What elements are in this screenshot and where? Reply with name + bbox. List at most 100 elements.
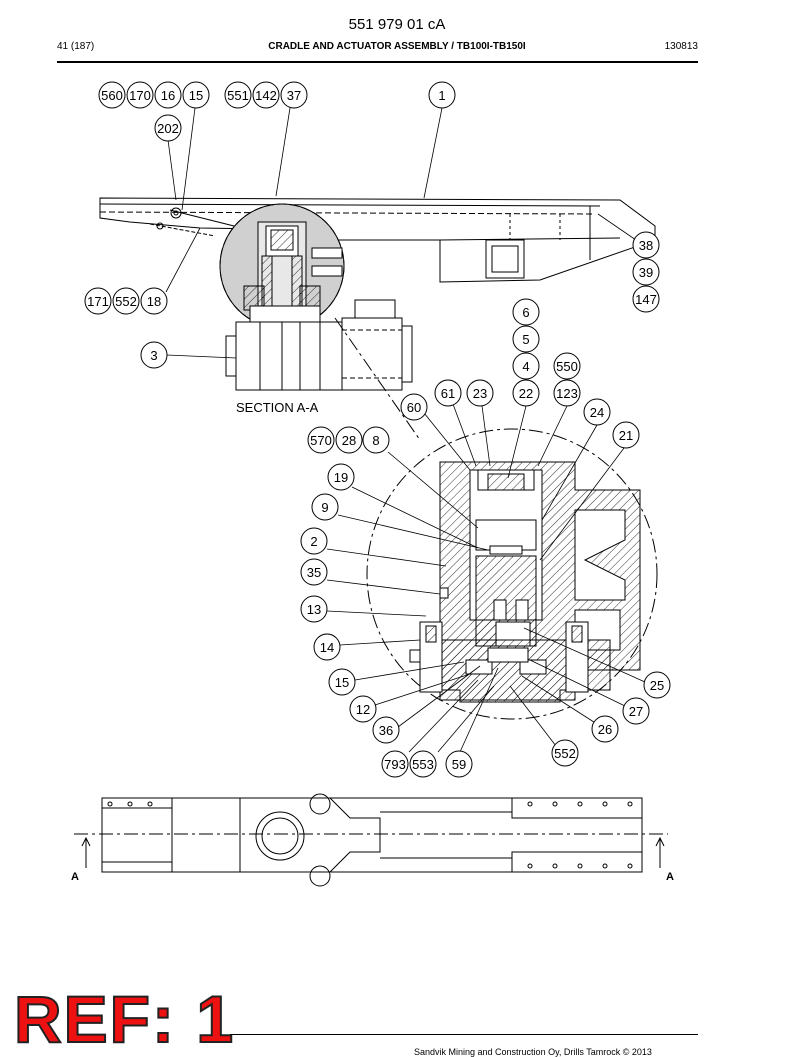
callout-bubble: 550 [553, 352, 581, 380]
svg-text:560: 560 [101, 88, 123, 103]
svg-text:170: 170 [129, 88, 151, 103]
page-title: CRADLE AND ACTUATOR ASSEMBLY / TB100I-TB… [268, 41, 526, 52]
svg-text:59: 59 [452, 757, 466, 772]
section-label: SECTION A-A [236, 400, 319, 415]
callout-bubble: 570 [307, 426, 335, 454]
svg-text:37: 37 [287, 88, 301, 103]
svg-text:15: 15 [189, 88, 203, 103]
svg-text:8: 8 [372, 433, 379, 448]
svg-text:1: 1 [438, 88, 445, 103]
leader-lines [165, 107, 646, 753]
callout-bubble: 38 [632, 231, 660, 259]
callout-bubble: 123 [553, 379, 581, 407]
svg-text:39: 39 [639, 265, 653, 280]
svg-text:142: 142 [255, 88, 277, 103]
svg-text:15: 15 [335, 675, 349, 690]
callout-bubble: 59 [445, 750, 473, 778]
callout-bubble: 142 [252, 81, 280, 109]
callout-bubble: 35 [300, 558, 328, 586]
callout-bubble: 16 [154, 81, 182, 109]
section-marker-right: A [666, 871, 674, 883]
callout-bubble: 14 [313, 633, 341, 661]
document-number: 551 979 01 cA [348, 16, 446, 33]
section-detail [334, 317, 658, 720]
callout-bubble: 28 [335, 426, 363, 454]
svg-text:9: 9 [321, 500, 328, 515]
document-date: 130813 [664, 41, 698, 52]
callout-bubble: 26 [591, 715, 619, 743]
header-rule [57, 61, 698, 63]
svg-text:2: 2 [310, 534, 317, 549]
svg-text:123: 123 [556, 386, 578, 401]
callout-bubble: 8 [362, 426, 390, 454]
callout-bubble: 9 [311, 493, 339, 521]
plan-view [74, 793, 668, 887]
svg-text:61: 61 [441, 386, 455, 401]
callout-bubble: 60 [400, 393, 428, 421]
svg-text:12: 12 [356, 702, 370, 717]
callout-bubble: 61 [434, 379, 462, 407]
svg-text:552: 552 [115, 294, 137, 309]
callout-bubble: 171 [84, 287, 112, 315]
callout-bubble: 25 [643, 671, 671, 699]
cradle-side-view [99, 197, 656, 391]
svg-text:6: 6 [522, 305, 529, 320]
callout-bubble: 553 [409, 750, 437, 778]
svg-text:18: 18 [147, 294, 161, 309]
callout-bubble: 4 [512, 352, 540, 380]
page-number: 41 (187) [57, 41, 95, 52]
callout-bubble: 21 [612, 421, 640, 449]
svg-text:28: 28 [342, 433, 356, 448]
svg-text:793: 793 [384, 757, 406, 772]
callout-bubble: 5 [512, 325, 540, 353]
svg-text:5: 5 [522, 332, 529, 347]
reference-stamp: REF: 1 [13, 982, 236, 1056]
callout-bubble: 552 [551, 739, 579, 767]
callout-bubble: 793 [381, 750, 409, 778]
svg-text:171: 171 [87, 294, 109, 309]
callout-bubble: 12 [349, 695, 377, 723]
callout-bubble: 39 [632, 258, 660, 286]
svg-text:14: 14 [320, 640, 334, 655]
svg-text:60: 60 [407, 400, 421, 415]
svg-text:27: 27 [629, 704, 643, 719]
callout-bubble: 22 [512, 379, 540, 407]
svg-text:570: 570 [310, 433, 332, 448]
part-callouts: 560 170 16 15 551 142 37 1 202 38 39 147… [84, 81, 671, 778]
svg-text:22: 22 [519, 386, 533, 401]
svg-text:4: 4 [522, 359, 529, 374]
svg-text:35: 35 [307, 565, 321, 580]
callout-bubble: 24 [583, 398, 611, 426]
svg-text:147: 147 [635, 292, 657, 307]
callout-bubble: 170 [126, 81, 154, 109]
callout-bubble: 23 [466, 379, 494, 407]
svg-text:13: 13 [307, 602, 321, 617]
svg-text:553: 553 [412, 757, 434, 772]
footer-copyright: Sandvik Mining and Construction Oy, Dril… [414, 1047, 652, 1057]
svg-text:3: 3 [150, 348, 157, 363]
callout-bubble: 2 [300, 527, 328, 555]
svg-text:23: 23 [473, 386, 487, 401]
footer-rule [230, 1034, 698, 1035]
svg-text:551: 551 [227, 88, 249, 103]
svg-text:19: 19 [334, 470, 348, 485]
callout-bubble: 3 [140, 341, 168, 369]
svg-text:26: 26 [598, 722, 612, 737]
svg-text:25: 25 [650, 678, 664, 693]
callout-bubble: 147 [632, 285, 660, 313]
callout-bubble: 6 [512, 298, 540, 326]
callout-bubble: 27 [622, 697, 650, 725]
callout-bubble: 560 [98, 81, 126, 109]
svg-text:24: 24 [590, 405, 604, 420]
callout-bubble: 15 [182, 81, 210, 109]
svg-text:550: 550 [556, 359, 578, 374]
svg-text:202: 202 [157, 121, 179, 136]
callout-bubble: 15 [328, 668, 356, 696]
callout-bubble: 37 [280, 81, 308, 109]
callout-bubble: 551 [224, 81, 252, 109]
callout-bubble: 202 [154, 114, 182, 142]
callout-bubble: 18 [140, 287, 168, 315]
callout-bubble: 13 [300, 595, 328, 623]
callout-bubble: 1 [428, 81, 456, 109]
